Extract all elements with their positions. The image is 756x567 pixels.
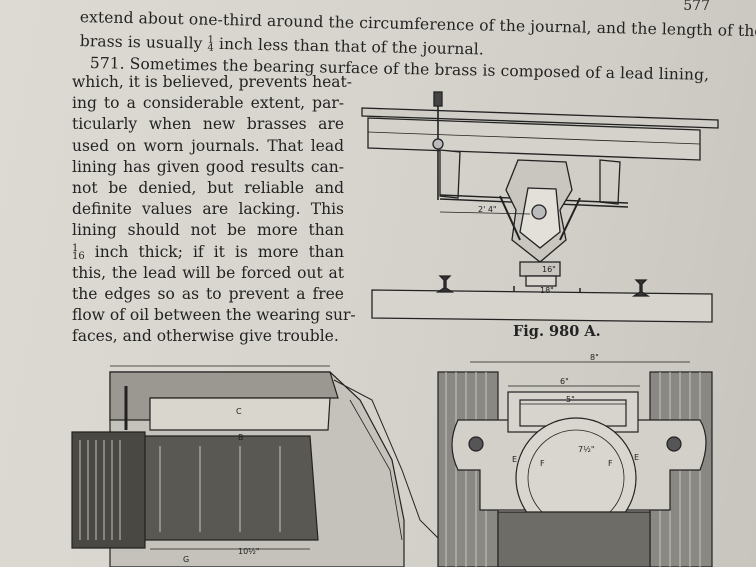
dim-label-7: 7½" [578, 445, 595, 454]
label-f-left: F [540, 459, 545, 468]
figure-caption: Fig. 980 A. [513, 323, 601, 340]
label-b: B [238, 433, 244, 442]
column-row-8: lining should not be more than [72, 221, 344, 240]
dim-label-10: 10½" [238, 547, 260, 556]
column-row-11: the edges so as to prevent a free [72, 285, 344, 304]
column-row-13: faces, and otherwise give trouble. [72, 327, 339, 346]
page-number: 577 [683, 0, 710, 14]
column-row-5: lining has given good results can- [72, 157, 344, 176]
column-row-3: ticularly when new brasses are [72, 115, 344, 134]
dim-label-16: 16" [542, 265, 556, 274]
dim-label-5: 5" [566, 395, 575, 404]
column-row-12: flow of oil between the wearing sur- [72, 306, 356, 325]
dim-label-18: 18" [540, 286, 554, 295]
label-g: G [183, 555, 189, 564]
column-row-10: this, the lead will be forced out at [72, 263, 344, 282]
column-row-1: which, it is believed, prevents heat- [72, 73, 352, 91]
truck-drawing: 2' 4" 16" 18" [361, 91, 719, 323]
column-row-4: used on worn journals. That lead [72, 136, 344, 155]
label-f-right: F [608, 459, 613, 468]
journal-box-section-drawing: B C G 10½" [71, 365, 441, 567]
column-row-6: not be denied, but reliable and [72, 179, 344, 198]
dim-label-top: 2' 4" [478, 205, 497, 214]
column-row-7: definite values are lacking. This [72, 200, 344, 219]
text-column: which, it is believed, prevents heat- in… [72, 72, 356, 348]
label-e-right: E [634, 453, 639, 462]
column-row-2: ing to a considerable extent, par- [72, 94, 344, 113]
label-c: C [236, 407, 242, 416]
journal-box-end-view-drawing: 8" 6" 5" 7½" E F F E [437, 353, 713, 567]
dim-label-6: 6" [560, 377, 569, 386]
dim-label-8: 8" [590, 353, 599, 362]
label-e-left: E [512, 455, 517, 464]
